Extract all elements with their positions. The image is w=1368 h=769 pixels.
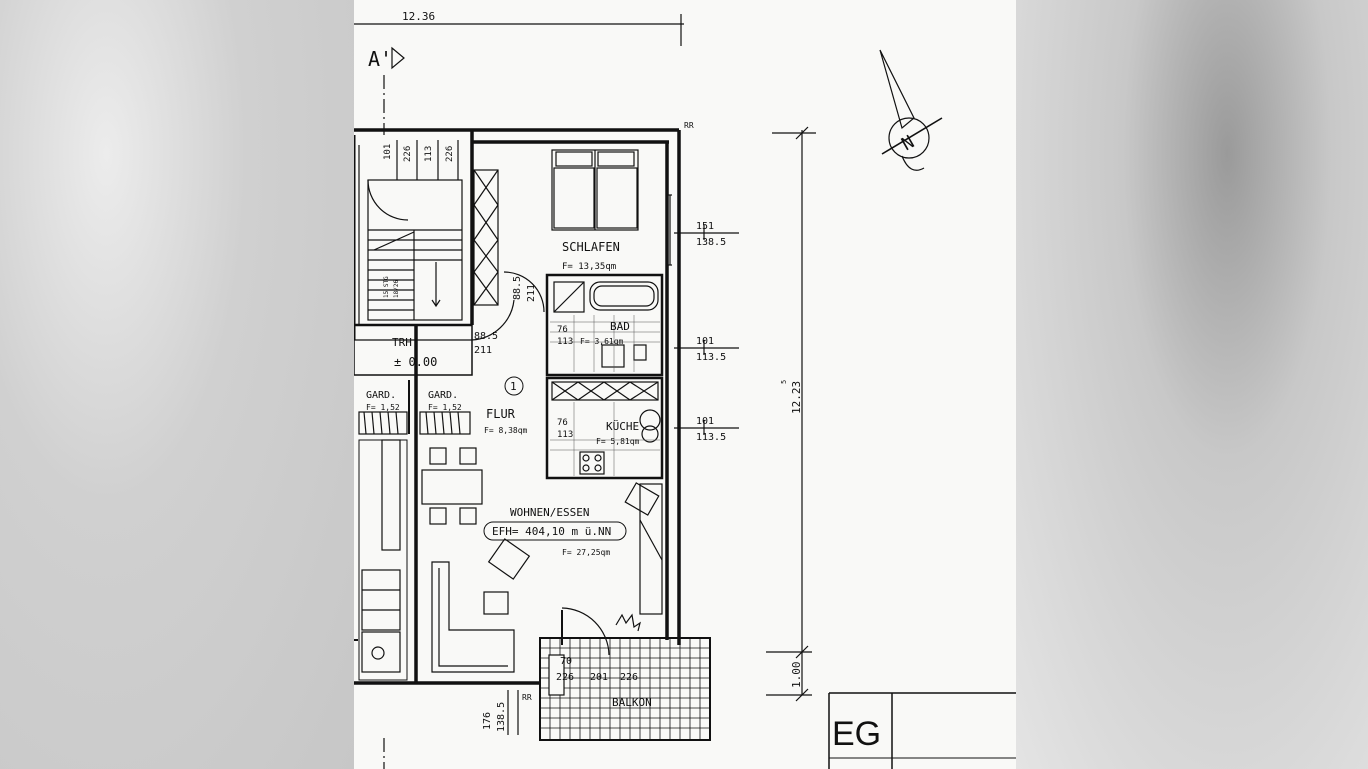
- dim-kueche-a: 76: [557, 418, 568, 428]
- window-dimension-lines: [674, 225, 739, 435]
- dim-rr-top: RR: [684, 121, 694, 130]
- dim-right-height: 12.23: [790, 381, 803, 414]
- wohnen-efh: EFH= 404,10 m ü.NN: [492, 525, 611, 538]
- room-area-schlafen: F= 13,35qm: [562, 262, 616, 272]
- dim-balkon-a: 70: [560, 656, 572, 667]
- floor-plan-drawing: 12.36 A' 101 226 113 226 RR 15 STG 18/26…: [354, 10, 1016, 769]
- stair-text-b: 18/26: [393, 280, 400, 298]
- dim-door-flur-a: 88.5: [512, 276, 523, 300]
- room-area-wohnen: F= 27,25qm: [562, 548, 610, 557]
- north-arrow-icon: [879, 49, 943, 171]
- dining-table: [421, 447, 483, 525]
- double-bed: [551, 149, 639, 231]
- north-label: N: [898, 132, 918, 156]
- corner-sofa: [431, 561, 515, 673]
- wardrobe-schlafen: [473, 169, 499, 306]
- dim-right-bottom: 1.00: [790, 662, 803, 689]
- section-arrow: [391, 46, 405, 70]
- dim-kueche-b: 113: [557, 430, 573, 440]
- blurred-background-right: [1016, 0, 1368, 769]
- plant-icon: [615, 613, 641, 632]
- outer-walls: [354, 128, 681, 685]
- stair-door-arc: [367, 179, 409, 221]
- room-name-schlafen: SCHLAFEN: [562, 240, 620, 254]
- dim-stair-c: 113: [424, 146, 434, 162]
- room-area-bad: F= 3,61qm: [580, 337, 624, 346]
- armchair: [487, 538, 531, 580]
- dim-balkon-d: 226: [620, 672, 638, 683]
- dim-stair-a: 101: [383, 144, 393, 160]
- dim-door-flur-b: 211: [526, 284, 537, 302]
- room-name-balkon: BALKON: [612, 696, 652, 709]
- dim-top-width: 12.36: [402, 10, 435, 23]
- dim-door-trh-b: 211: [474, 345, 492, 356]
- dim-right-height-sup: 5: [780, 380, 788, 384]
- dim-bad-a: 76: [557, 325, 568, 335]
- garderobe-1: [358, 411, 408, 435]
- dim-bottom-b: 138.5: [496, 702, 507, 732]
- kueche-walls: [545, 376, 664, 480]
- room-name-gard2: GARD.: [428, 390, 458, 401]
- dim-stair-d: 226: [445, 146, 455, 162]
- dim-win-bad-a: 101: [696, 336, 714, 347]
- dim-rr-bottom: RR: [522, 693, 532, 702]
- stair-treads: [368, 229, 462, 320]
- dim-win-schlafen-b: 138.5: [696, 237, 726, 248]
- dim-bad-b: 113: [557, 337, 573, 347]
- room-area-gard2: F= 1,52: [428, 403, 462, 412]
- bad-walls: [545, 273, 664, 377]
- toilet: [633, 344, 647, 361]
- dim-win-schlafen-a: 151: [696, 221, 714, 232]
- dim-win-kueche-b: 113.5: [696, 432, 726, 443]
- dim-win-kueche-a: 101: [696, 416, 714, 427]
- sideboard: [639, 483, 663, 615]
- room-name-bad: BAD: [610, 320, 630, 333]
- room-name-wohnen: WOHNEN/ESSEN: [510, 506, 589, 519]
- bathtub: [589, 281, 659, 311]
- section-marker: A': [368, 47, 392, 71]
- room-name-flur: FLUR: [486, 407, 516, 421]
- stair-text-a: 15 STG: [383, 276, 390, 298]
- dim-door-trh-a: 88.5: [474, 331, 498, 342]
- trh-level: ± 0.00: [394, 355, 437, 369]
- dim-stair-b: 226: [403, 146, 413, 162]
- balcony-door-arc: [561, 607, 610, 656]
- balcony-grid: [540, 638, 710, 740]
- dim-win-bad-b: 113.5: [696, 352, 726, 363]
- floor-plan-sheet: 12.36 A' 101 226 113 226 RR 15 STG 18/26…: [354, 0, 1016, 769]
- blurred-background-left: [0, 0, 354, 769]
- coffee-table: [483, 591, 509, 615]
- sink: [601, 344, 625, 368]
- stove: [579, 451, 605, 475]
- room-name-gard1: GARD.: [366, 390, 396, 401]
- room-name-kueche: KÜCHE: [606, 420, 639, 433]
- room-area-flur: F= 8,38qm: [484, 426, 528, 435]
- dim-balkon-b: 226: [556, 672, 574, 683]
- flur-number: 1: [510, 380, 517, 393]
- balcony: [539, 637, 711, 741]
- garderobe-2: [419, 411, 471, 435]
- dim-balkon-c: 201: [590, 672, 608, 683]
- kitchen-sink-round: [639, 409, 661, 431]
- floor-label: EG: [832, 715, 881, 753]
- room-area-kueche: F= 5,81qm: [596, 437, 640, 446]
- flur-door-arc: [503, 271, 545, 313]
- room-area-gard1: F= 1,52: [366, 403, 400, 412]
- dim-bottom-a: 176: [482, 712, 493, 730]
- room-name-trh: TRH: [392, 336, 412, 349]
- shower: [553, 281, 585, 313]
